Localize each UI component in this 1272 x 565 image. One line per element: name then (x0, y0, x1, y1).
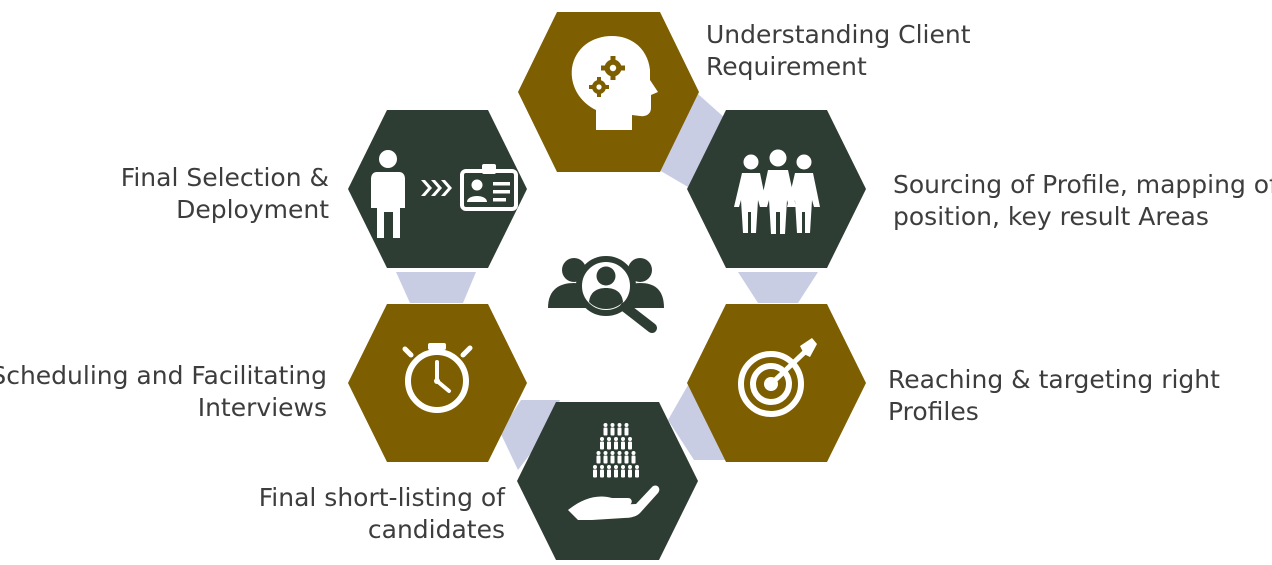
hand-people-pyramid-icon (568, 423, 660, 520)
label-selection: Final Selection & Deployment (121, 162, 329, 226)
pyramid-person-head (607, 437, 611, 441)
pyramid-person-body (600, 469, 604, 478)
pyramid-person-head (607, 465, 611, 469)
pyramid-person-head (596, 451, 601, 455)
pyramid-person-head (610, 423, 615, 427)
label-sourcing: Sourcing of Profile, mapping of position… (893, 169, 1272, 233)
connector-understanding-sourcing (659, 94, 726, 187)
pyramid-person-body (617, 427, 622, 436)
pyramid-person-body (600, 441, 604, 450)
pyramid-person-body (628, 441, 632, 450)
label-line: Requirement (706, 52, 867, 81)
pyramid-person-body (624, 427, 629, 436)
pyramid-person-body (614, 441, 618, 450)
label-line: candidates (367, 515, 505, 544)
label-line: position, key result Areas (893, 202, 1209, 231)
label-reaching: Reaching & targeting right Profiles (888, 364, 1220, 428)
pyramid-person-body (617, 455, 622, 464)
label-shortlisting: Final short-listing of candidates (259, 482, 505, 546)
hexagon-shortlisting (517, 402, 698, 560)
group-people-icon (734, 149, 820, 234)
pyramid-person-head (621, 437, 625, 441)
target-icon (738, 338, 817, 417)
label-line: Final Selection & (120, 163, 329, 192)
label-line: Scheduling and Facilitating (0, 361, 327, 390)
pyramid-person-head (624, 451, 629, 455)
pyramid-person-head (635, 465, 639, 469)
pyramid-person-head (603, 423, 608, 427)
head-gears-icon (571, 36, 658, 130)
people-magnifier-icon (548, 256, 664, 333)
label-line: Profiles (888, 397, 979, 426)
person-to-id-card-icon (371, 150, 518, 238)
pyramid-person-head (631, 451, 636, 455)
label-scheduling: Scheduling and Facilitating Interviews (0, 360, 327, 424)
pyramid-person-head (600, 437, 604, 441)
pyramid-person-body (603, 427, 608, 436)
pyramid-person-body (610, 427, 615, 436)
label-line: Understanding Client (706, 20, 971, 49)
pyramid-person-body (607, 469, 611, 478)
pyramid-person-head (628, 465, 632, 469)
pyramid-person-head (617, 423, 622, 427)
pyramid-person-body (607, 441, 611, 450)
label-line: Interviews (197, 393, 327, 422)
label-line: Deployment (176, 195, 329, 224)
pyramid-person-body (621, 469, 625, 478)
pyramid-person-body (621, 441, 625, 450)
label-line: Final short-listing of (258, 483, 505, 512)
pyramid-person-head (624, 423, 629, 427)
pyramid-person-head (614, 465, 618, 469)
pyramid-person-head (610, 451, 615, 455)
pyramid-person-body (596, 455, 601, 464)
pyramid-person-body (628, 469, 632, 478)
label-line: Sourcing of Profile, mapping of (893, 170, 1272, 199)
pyramid-person-body (593, 469, 597, 478)
pyramid-person-head (600, 465, 604, 469)
pyramid-person-head (617, 451, 622, 455)
pyramid-person-body (614, 469, 618, 478)
connector-reaching-shortlisting (668, 385, 730, 460)
label-understanding: Understanding Client Requirement (706, 19, 971, 83)
pyramid-person-body (610, 455, 615, 464)
connector-sourcing-reaching (738, 272, 818, 303)
stopwatch-icon (402, 343, 473, 413)
connector-scheduling-selection (396, 272, 476, 303)
pyramid-person-head (603, 451, 608, 455)
pyramid-person-body (635, 469, 639, 478)
pyramid-person-body (624, 455, 629, 464)
label-line: Reaching & targeting right (888, 365, 1220, 394)
pyramid-person-head (621, 465, 625, 469)
connector-shortlisting-scheduling (500, 400, 560, 470)
pyramid-person-body (631, 455, 636, 464)
pyramid-person-body (603, 455, 608, 464)
pyramid-person-head (614, 437, 618, 441)
pyramid-person-head (593, 465, 597, 469)
pyramid-person-head (628, 437, 632, 441)
